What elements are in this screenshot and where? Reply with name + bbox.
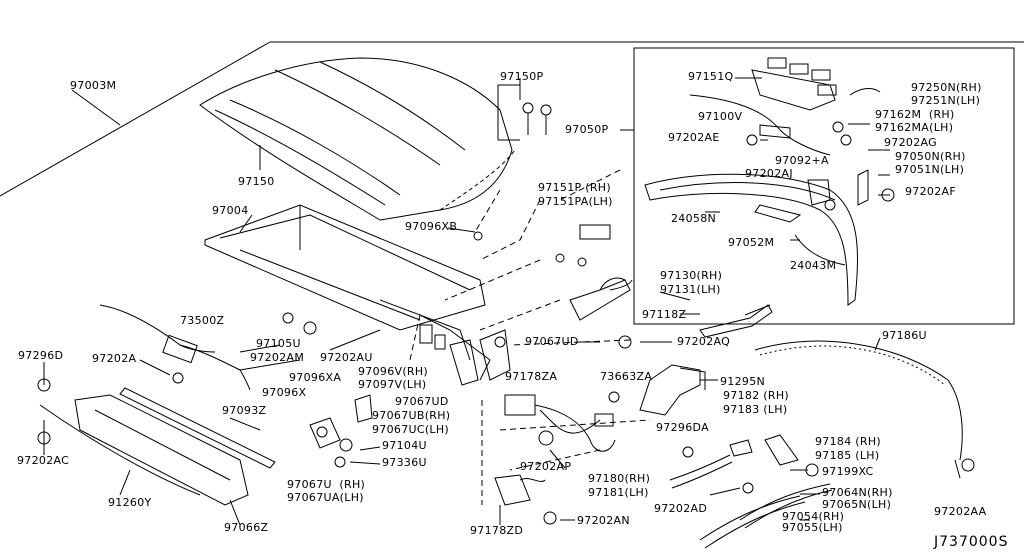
label-97050P: 97050P [565, 123, 609, 136]
label-97251N: 97251N(LH) [911, 94, 981, 107]
roof-panel [199, 57, 513, 221]
label-97067UD-upper: 97067UD [525, 335, 579, 348]
label-97162MA: 97162MA(LH) [875, 121, 954, 134]
label-97202AQ: 97202AQ [677, 335, 731, 348]
label-97202A: 97202A [92, 352, 137, 365]
label-24043M: 24043M [790, 259, 837, 272]
label-97202AF: 97202AF [905, 185, 956, 198]
label-97296D: 97296D [18, 349, 64, 362]
label-97178ZA: 97178ZA [505, 370, 558, 383]
label-97096XA: 97096XA [289, 371, 342, 384]
label-97202AN: 97202AN [577, 514, 630, 527]
label-97067UA: 97067UA(LH) [287, 491, 364, 504]
label-97093Z: 97093Z [222, 404, 267, 417]
label-97096X: 97096X [262, 386, 307, 399]
label-97162M: 97162M (RH) [875, 108, 955, 121]
label-97202AD: 97202AD [654, 502, 708, 515]
diagram-code: J737000S [934, 534, 1009, 550]
label-91260Y: 91260Y [108, 496, 152, 509]
label-97054: 97054(RH) [782, 510, 845, 523]
fastener-group [37, 102, 975, 525]
label-97202AG: 97202AG [884, 136, 937, 149]
label-97202AP: 97202AP [520, 460, 572, 473]
label-97092A: 97092+A [775, 154, 829, 167]
label-97067UD-lower: 97067UD [395, 395, 449, 408]
label-97067U: 97067U (RH) [287, 478, 366, 491]
label-97097V: 97097V(LH) [358, 378, 427, 391]
label-97180: 97180(RH) [588, 472, 651, 485]
label-97130: 97130(RH) [660, 269, 723, 282]
label-97151P: 97151P (RH) [538, 181, 611, 194]
label-97064N: 97064N(RH) [822, 486, 893, 499]
label-97202AU: 97202AU [320, 351, 373, 364]
label-97184: 97184 (RH) [815, 435, 881, 448]
rear-bracket [74, 394, 249, 506]
detail-box [633, 47, 1015, 325]
label-97104U: 97104U [382, 439, 427, 452]
wiring-harness [99, 304, 251, 391]
label-97055: 97055(LH) [782, 521, 843, 534]
label-97178ZD: 97178ZD [470, 524, 524, 537]
label-97296DA: 97296DA [656, 421, 709, 434]
label-97004: 97004 [212, 204, 249, 217]
label-97131: 97131(LH) [660, 283, 721, 296]
label-97182: 97182 (RH) [723, 389, 789, 402]
label-97067UC: 97067UC(LH) [372, 423, 450, 436]
label-97202AJ: 97202AJ [745, 167, 793, 180]
label-97183: 97183 (LH) [723, 403, 788, 416]
label-97096XB: 97096XB [405, 220, 458, 233]
rear-window-frame [644, 173, 858, 306]
label-97202AE: 97202AE [668, 131, 720, 144]
label-97181: 97181(LH) [588, 486, 649, 499]
label-97052M: 97052M [728, 236, 775, 249]
label-73500Z: 73500Z [180, 314, 225, 327]
trim-strip [119, 387, 276, 469]
motor-unit [639, 364, 701, 416]
label-97067UB: 97067UB(RH) [372, 409, 451, 422]
label-97199XC: 97199XC [822, 465, 874, 478]
label-97202AA: 97202AA [934, 505, 987, 518]
label-91295N: 91295N [720, 375, 766, 388]
label-97003M: 97003M [70, 79, 117, 92]
label-97096V: 97096V(RH) [358, 365, 429, 378]
label-97051N: 97051N(LH) [895, 163, 965, 176]
label-73663ZA: 73663ZA [600, 370, 653, 383]
label-97150P: 97150P [500, 70, 544, 83]
weatherstrip-97186U [754, 340, 963, 461]
label-97336U: 97336U [382, 456, 427, 469]
label-97151PA: 97151PA(LH) [538, 195, 613, 208]
label-97186U: 97186U [882, 329, 927, 342]
label-97250N: 97250N(RH) [911, 81, 982, 94]
label-97151Q: 97151Q [688, 70, 734, 83]
label-97185: 97185 (LH) [815, 449, 880, 462]
label-97118Z: 97118Z [642, 308, 687, 321]
label-97065N: 97065N(LH) [822, 498, 892, 511]
label-97202AC: 97202AC [17, 454, 70, 467]
label-97105U: 97105U [256, 337, 301, 350]
label-97150: 97150 [238, 175, 275, 188]
label-97202AM: 97202AM [250, 351, 305, 364]
label-97050N: 97050N(RH) [895, 150, 966, 163]
label-97100V: 97100V [698, 110, 743, 123]
label-97066Z: 97066Z [224, 521, 269, 534]
label-24058N: 24058N [671, 212, 717, 225]
